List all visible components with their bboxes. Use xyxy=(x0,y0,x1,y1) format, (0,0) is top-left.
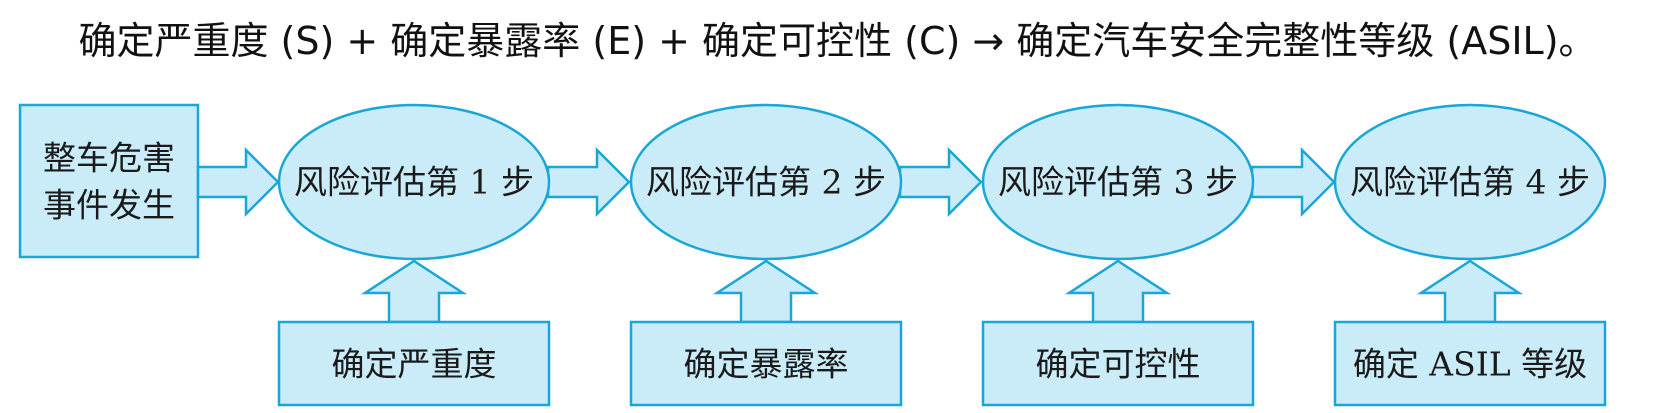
input-box-1 xyxy=(277,320,551,407)
input-box-3 xyxy=(981,320,1255,407)
caption: 确定严重度 (S) + 确定暴露率 (E) + 确定可控性 (C) → 确定汽车… xyxy=(78,19,1597,63)
step-label-2: 风险评估第 2 步 xyxy=(646,163,886,202)
hazard-event-line1: 整车危害 xyxy=(43,139,175,178)
flow-arrow-2 xyxy=(898,146,983,218)
input-label-3: 确定可控性 xyxy=(1036,345,1201,384)
step-ellipse-1 xyxy=(277,103,551,261)
input-label-4: 确定 ASIL 等级 xyxy=(1353,345,1587,384)
step-ellipse-2 xyxy=(629,103,903,261)
input-arrow-2 xyxy=(712,259,820,324)
input-arrow-3 xyxy=(1064,259,1172,324)
flow-arrow-3 xyxy=(1250,146,1336,218)
step-label-1: 风险评估第 1 步 xyxy=(294,163,534,202)
input-arrow-4 xyxy=(1416,259,1524,324)
step-ellipse-4 xyxy=(1333,103,1607,261)
input-label-2: 确定暴露率 xyxy=(684,345,849,384)
input-box-4 xyxy=(1333,320,1607,407)
step-ellipse-3 xyxy=(981,103,1255,261)
input-label-1: 确定严重度 xyxy=(332,345,497,384)
flow-arrow-1 xyxy=(546,146,631,218)
input-box-2 xyxy=(629,320,903,407)
hazard-event-line2: 事件发生 xyxy=(43,186,175,225)
flow-arrow-0 xyxy=(196,146,280,218)
input-arrow-1 xyxy=(360,259,468,324)
step-label-4: 风险评估第 4 步 xyxy=(1350,163,1590,202)
step-label-3: 风险评估第 3 步 xyxy=(998,163,1238,202)
hazard-event-box xyxy=(18,103,200,259)
